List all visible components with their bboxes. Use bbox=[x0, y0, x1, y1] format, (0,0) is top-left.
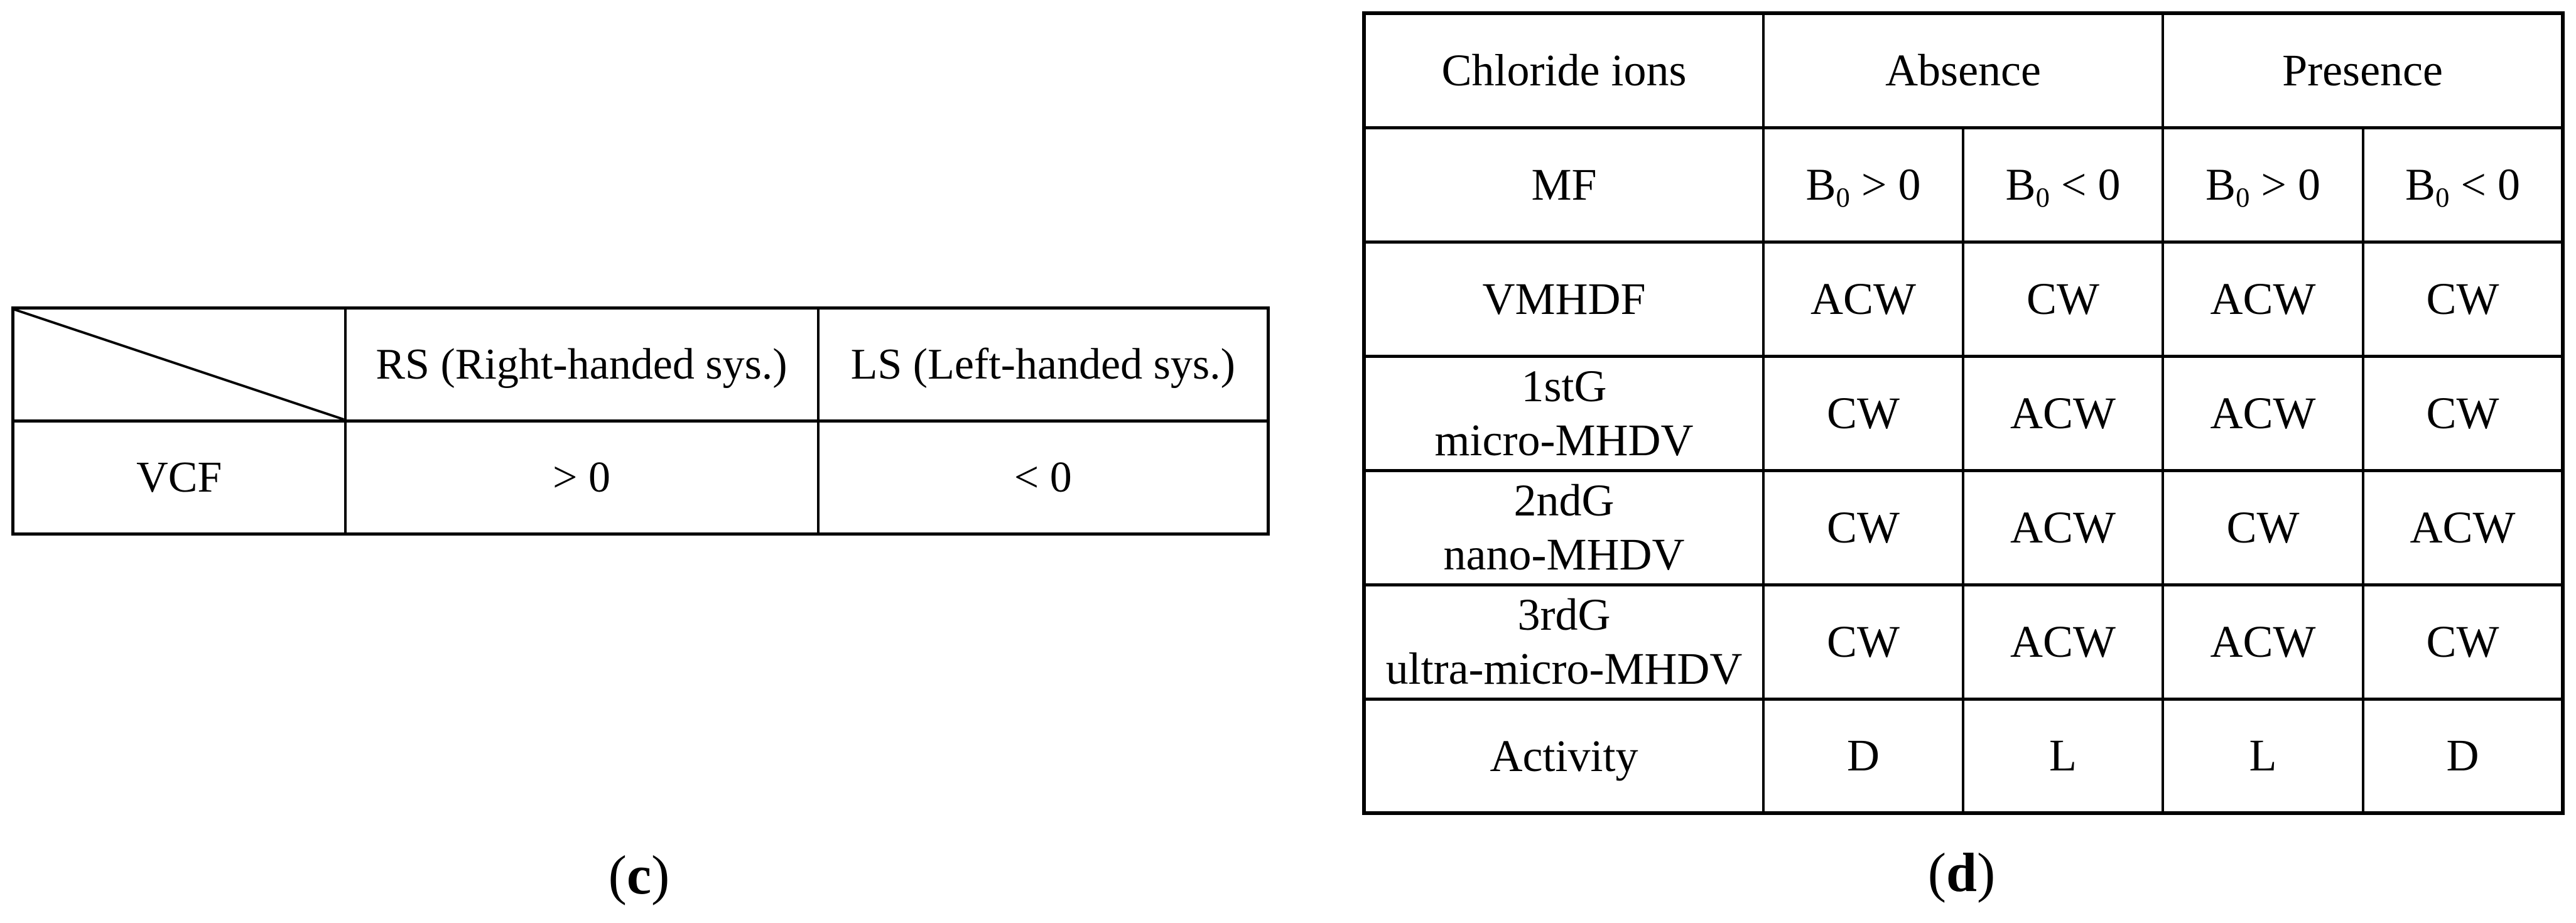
caption-c-close-paren: ) bbox=[651, 845, 670, 906]
vcf-row-label: VCF bbox=[11, 419, 347, 536]
absence-group-header: Absence bbox=[1762, 11, 2165, 129]
rotation-cell: CW bbox=[1762, 583, 1964, 701]
b0-inequality: > 0 bbox=[2249, 159, 2320, 210]
chloride-ions-table: Chloride ions Absence Presence MF B0 > 0… bbox=[1362, 11, 2565, 815]
rotation-cell: ACW bbox=[2362, 468, 2565, 586]
diagonal-line bbox=[15, 311, 343, 418]
table-row-vmhdf: VMHDF ACW CW ACW CW bbox=[1363, 240, 2565, 358]
vcf-rs-value: > 0 bbox=[344, 419, 820, 536]
caption-c: (c) bbox=[11, 843, 1267, 909]
b0-subscript: 0 bbox=[2435, 181, 2450, 213]
row-label: VMHDF bbox=[1363, 240, 1765, 358]
mf-row: MF B0 > 0 B0 < 0 B0 > 0 B0 < 0 bbox=[1363, 126, 2565, 244]
b0-subscript: 0 bbox=[2236, 181, 2250, 213]
activity-cell: L bbox=[1961, 697, 2165, 815]
rotation-cell: CW bbox=[1762, 354, 1964, 472]
row-label: Activity bbox=[1363, 697, 1765, 815]
chloride-header-row: Chloride ions Absence Presence bbox=[1363, 11, 2565, 129]
caption-d-close-paren: ) bbox=[1976, 843, 1996, 904]
rotation-cell: ACW bbox=[2162, 240, 2365, 358]
rotation-cell: ACW bbox=[2162, 354, 2365, 472]
b0-condition-cell: B0 < 0 bbox=[2362, 126, 2565, 244]
caption-d-open-paren: ( bbox=[1927, 843, 1947, 904]
b0-subscript: 0 bbox=[1836, 181, 1850, 213]
chloride-ions-cell: Chloride ions bbox=[1363, 11, 1765, 129]
rotation-cell: CW bbox=[2362, 583, 2565, 701]
rotation-cell: ACW bbox=[2162, 583, 2365, 701]
activity-cell: D bbox=[1762, 697, 1964, 815]
b0-symbol: B bbox=[2405, 159, 2436, 210]
b0-condition-cell: B0 > 0 bbox=[2162, 126, 2365, 244]
rotation-cell: CW bbox=[2162, 468, 2365, 586]
rotation-cell: CW bbox=[1961, 240, 2165, 358]
activity-cell: D bbox=[2362, 697, 2565, 815]
caption-c-letter: c bbox=[626, 845, 652, 906]
b0-symbol: B bbox=[2005, 159, 2036, 210]
b0-inequality: > 0 bbox=[1849, 159, 1921, 210]
vcf-ls-value: < 0 bbox=[816, 419, 1270, 536]
b0-inequality: < 0 bbox=[2049, 159, 2121, 210]
vcf-header-rs: RS (Right-handed sys.) bbox=[344, 306, 820, 423]
vcf-header-ls: LS (Left-handed sys.) bbox=[816, 306, 1270, 423]
b0-symbol: B bbox=[2205, 159, 2236, 210]
b0-inequality: < 0 bbox=[2449, 159, 2520, 210]
vcf-table-header-row: RS (Right-handed sys.) LS (Left-handed s… bbox=[11, 306, 1270, 423]
rotation-cell: CW bbox=[1762, 468, 1964, 586]
table-row-activity: Activity D L L D bbox=[1363, 697, 2565, 815]
b0-condition-cell: B0 < 0 bbox=[1961, 126, 2165, 244]
mf-label: MF bbox=[1363, 126, 1765, 244]
vcf-table-corner-cell bbox=[11, 306, 347, 423]
b0-subscript: 0 bbox=[2035, 181, 2050, 213]
rotation-cell: ACW bbox=[1961, 468, 2165, 586]
activity-cell: L bbox=[2162, 697, 2365, 815]
caption-c-open-paren: ( bbox=[608, 845, 627, 906]
b0-symbol: B bbox=[1805, 159, 1836, 210]
diagonal-divider bbox=[15, 311, 343, 418]
rotation-cell: CW bbox=[2362, 240, 2565, 358]
rotation-cell: ACW bbox=[1961, 354, 2165, 472]
rotation-cell: CW bbox=[2362, 354, 2565, 472]
b0-condition-cell: B0 > 0 bbox=[1762, 126, 1964, 244]
vcf-table: RS (Right-handed sys.) LS (Left-handed s… bbox=[11, 306, 1270, 536]
caption-d: (d) bbox=[1362, 840, 2561, 907]
rotation-cell: ACW bbox=[1961, 583, 2165, 701]
caption-d-letter: d bbox=[1946, 843, 1977, 904]
vcf-table-value-row: VCF > 0 < 0 bbox=[11, 419, 1270, 536]
rotation-cell: ACW bbox=[1762, 240, 1964, 358]
presence-group-header: Presence bbox=[2162, 11, 2565, 129]
